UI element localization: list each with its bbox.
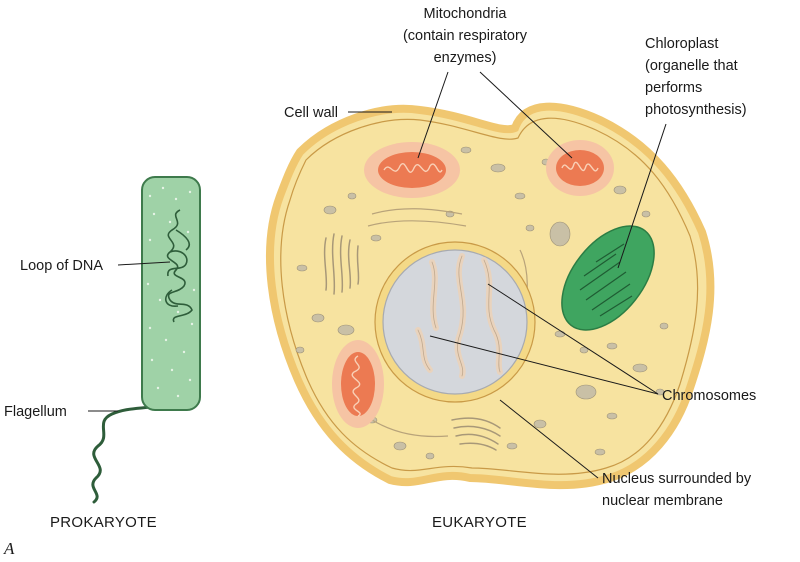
label-mitochondria-line1: Mitochondria	[423, 6, 507, 22]
label-cell-wall: Cell wall	[284, 105, 338, 121]
label-chloroplast-line4: photosynthesis)	[645, 102, 747, 118]
label-chloroplast-line1: Chloroplast	[645, 36, 718, 52]
plasma-membrane	[280, 117, 699, 475]
mitochondrion-top-left	[364, 142, 460, 198]
label-chloroplast-line3: performs	[645, 80, 702, 96]
label-chromosomes: Chromosomes	[662, 388, 756, 404]
cytoplasm-vesicles	[295, 146, 669, 460]
nucleus	[374, 241, 536, 403]
golgi-apparatus	[323, 233, 360, 295]
leader-lines	[88, 71, 667, 479]
golgi-apparatus-lower	[451, 417, 501, 451]
caption-eukaryote: EUKARYOTE	[432, 514, 527, 531]
eukaryote-group	[265, 102, 715, 490]
prokaryote-group	[91, 176, 201, 504]
label-mitochondria-line2: (contain respiratory	[403, 28, 528, 44]
label-nucleus-line1: Nucleus surrounded by	[602, 471, 752, 487]
label-nucleus-line2: nuclear membrane	[602, 493, 723, 509]
flagellum	[91, 401, 170, 504]
label-loop-of-dna: Loop of DNA	[20, 258, 103, 274]
mitochondrion-top-right	[546, 140, 614, 196]
figure-letter: A	[3, 539, 15, 558]
prokaryote-ribosome-dots	[146, 186, 196, 398]
label-mitochondria-line3: enzymes)	[434, 50, 497, 66]
label-flagellum: Flagellum	[4, 404, 67, 420]
labels: Loop of DNA Flagellum Mitochondria (cont…	[3, 6, 756, 558]
mitochondrion-bottom-left	[332, 340, 384, 428]
chloroplast	[561, 225, 655, 331]
caption-prokaryote: PROKARYOTE	[50, 514, 157, 531]
label-chloroplast-line2: (organelle that	[645, 58, 738, 74]
dna-loop	[165, 209, 193, 323]
